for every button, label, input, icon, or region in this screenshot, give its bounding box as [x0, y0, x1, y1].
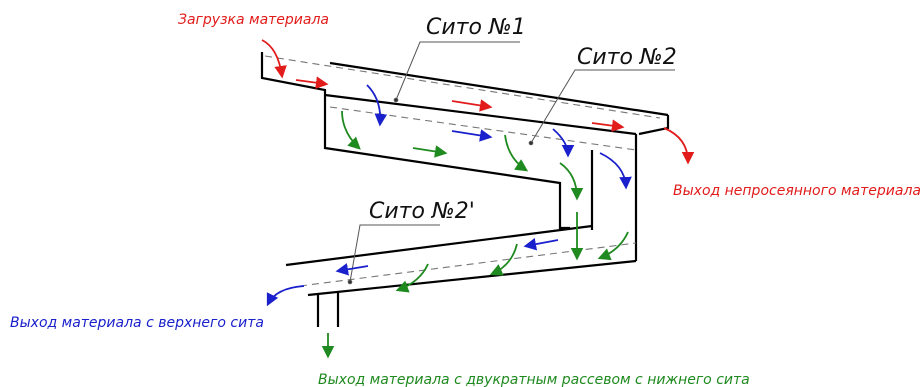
blue-arrow-3: [552, 128, 575, 158]
blue-arrow-1: [366, 84, 388, 127]
green-arrow-8: [395, 263, 429, 293]
upper-top-wall: [260, 52, 327, 95]
green-arrow-4: [559, 162, 584, 201]
leader-sieve2prime-dot: [347, 279, 353, 285]
machine-outline: [260, 52, 670, 327]
green-arrow-7: [489, 243, 518, 276]
label-upper-sieve-out: Выход материала с верхнего сита: [10, 315, 264, 331]
label-unsifted-out: Выход непросеянного материала: [673, 183, 921, 199]
green-arrow-6: [597, 231, 629, 261]
green-arrow-2: [412, 145, 448, 158]
leader-sieve2-dot: [528, 140, 534, 146]
lower-floor: [307, 259, 637, 297]
upper-roof: [329, 61, 669, 117]
lower-roof: [285, 224, 593, 267]
red-flow: [261, 39, 695, 165]
blue-arrow-5: [523, 237, 559, 251]
leader-sieve1-dot: [393, 97, 399, 103]
red-arrow-exit: [663, 127, 695, 165]
blue-arrow-2: [451, 129, 493, 142]
upper-right-end: [638, 115, 670, 136]
red-arrow-3: [591, 119, 625, 132]
blue-arrow-4: [599, 152, 632, 190]
green-arrow-3: [504, 134, 529, 172]
green-arrow-1: [341, 110, 361, 150]
label-double-sifted-out: Выход материала с двукратным рассевом с …: [318, 372, 750, 387]
label-sieve-1: Сито №1: [426, 15, 526, 40]
upper-deck-bottom: [324, 93, 637, 136]
red-arrow-1: [295, 76, 329, 89]
green-flow: [321, 110, 629, 359]
red-arrow-2: [451, 99, 493, 112]
leader-sieve2: [530, 69, 675, 144]
blue-arrow-6: [335, 263, 369, 276]
leader-sieve2prime: [349, 224, 440, 283]
label-sieve-2: Сито №2: [577, 45, 677, 70]
middle-left-wall: [323, 95, 570, 230]
sieve-1-line: [264, 55, 661, 119]
leader-lines: [347, 41, 675, 285]
label-sieve-2prime: Сито №2': [369, 199, 475, 224]
label-loading: Загрузка материала: [178, 12, 329, 28]
red-arrow-load: [261, 39, 287, 79]
leader-sieve1: [395, 41, 520, 101]
blue-flow: [266, 84, 632, 307]
blue-arrow-exit: [266, 285, 305, 307]
